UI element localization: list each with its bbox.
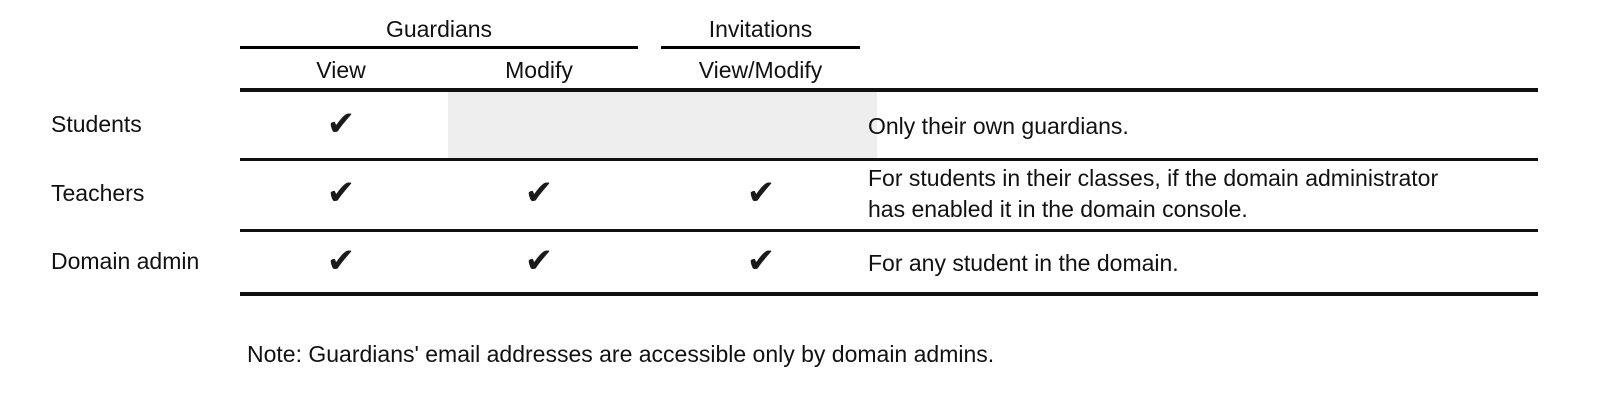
checkmark-icon-teachers-invitations-view-modify: ✔ <box>746 173 776 213</box>
column-group-rule-invitations <box>661 46 860 49</box>
row-label-students: Students <box>51 111 142 137</box>
column-group-rule-guardians <box>240 46 638 49</box>
table-rule-after-teachers <box>240 229 1538 232</box>
column-header-invitations-view-modify: View/Modify <box>698 57 823 83</box>
row-notes-domain-admin: For any student in the domain. <box>868 250 1179 276</box>
checkmark-icon-domain-admin-guardians-view: ✔ <box>326 241 356 281</box>
checkmark-icon-teachers-guardians-view: ✔ <box>326 173 356 213</box>
column-header-guardians-view: View <box>316 57 366 83</box>
column-group-label-guardians: Guardians <box>385 16 493 42</box>
row-label-domain-admin: Domain admin <box>51 248 200 274</box>
table-rule-bottom <box>240 292 1538 296</box>
checkmark-icon-domain-admin-guardians-modify: ✔ <box>524 241 554 281</box>
row-notes-teachers: For students in their classes, if the do… <box>868 165 1439 222</box>
table-rule-header-bottom <box>240 88 1538 92</box>
row-label-teachers: Teachers <box>51 180 145 206</box>
checkmark-icon-teachers-guardians-modify: ✔ <box>524 173 554 213</box>
checkmark-icon-students-guardians-view: ✔ <box>326 104 356 144</box>
row-notes-students: Only their own guardians. <box>868 113 1129 139</box>
table-rule-after-students <box>240 158 1538 161</box>
checkmark-icon-domain-admin-invitations-view-modify: ✔ <box>746 241 776 281</box>
table-footnote: Note: Guardians' email addresses are acc… <box>247 341 995 367</box>
disabled-cell-shading-students <box>448 92 877 158</box>
column-group-label-invitations: Invitations <box>708 16 813 42</box>
column-header-guardians-modify: Modify <box>505 57 573 83</box>
